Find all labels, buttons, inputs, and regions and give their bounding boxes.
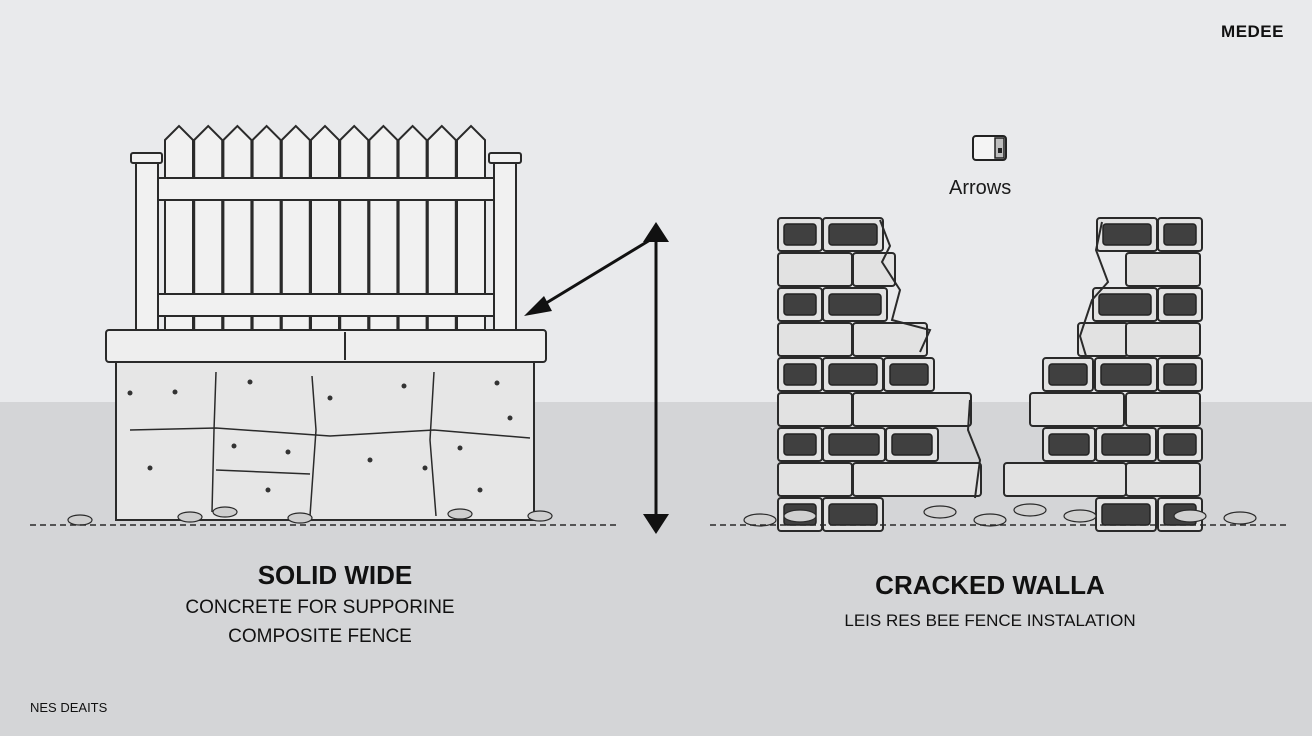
concrete-block	[777, 462, 853, 497]
block-hole	[1163, 223, 1197, 246]
concrete-pore	[172, 389, 178, 395]
block-hole	[828, 503, 878, 526]
rubble-stone	[287, 512, 313, 524]
rubble-stone	[447, 508, 473, 520]
footnote: NES DEAITS	[30, 700, 108, 715]
concrete-pore	[422, 465, 428, 471]
rubble-stone	[1223, 511, 1257, 525]
concrete-crack-line	[211, 371, 217, 513]
block-hole	[889, 363, 929, 386]
left-panel-title: SOLID WIDE	[257, 560, 413, 590]
block-hole	[828, 363, 878, 386]
rubble-stone	[973, 513, 1007, 527]
concrete-block	[852, 322, 928, 357]
block-hole	[1048, 363, 1088, 386]
rubble-stone	[783, 509, 817, 523]
concrete-pore	[401, 383, 407, 389]
block-hole	[828, 223, 878, 246]
concrete-pore	[285, 449, 291, 455]
concrete-block	[852, 392, 972, 427]
rubble-stone	[67, 514, 93, 526]
rubble-stone	[212, 506, 238, 518]
concrete-cap	[105, 329, 547, 363]
rubble-stone	[923, 505, 957, 519]
concrete-wall	[67, 329, 553, 526]
block-hole	[783, 433, 817, 456]
block-hole	[1163, 433, 1197, 456]
block-hole	[783, 223, 817, 246]
block-hole	[783, 293, 817, 316]
block-hole	[1048, 433, 1090, 456]
concrete-block	[852, 462, 982, 497]
concrete-block	[777, 392, 853, 427]
fence-top-rail	[157, 177, 495, 201]
fence-post-right	[493, 159, 517, 333]
block-hole	[828, 433, 880, 456]
concrete-wall-body	[115, 359, 535, 521]
concrete-block	[1125, 392, 1201, 427]
fence-post-cap-right	[488, 152, 522, 164]
right-panel-title: CRACKED WALLA	[875, 570, 1105, 600]
rubble-stone	[743, 513, 777, 527]
left-panel-subtitle-line2: COMPOSITE FENCE	[228, 626, 412, 647]
concrete-pore	[477, 487, 483, 493]
fence-bottom-rail	[157, 293, 495, 317]
concrete-pore	[327, 395, 333, 401]
block-hole	[1102, 223, 1152, 246]
block-hole	[1101, 433, 1151, 456]
double-headed-arrow-icon	[643, 222, 669, 534]
concrete-block	[777, 252, 853, 287]
fence-post-left	[135, 159, 159, 333]
block-hole	[891, 433, 933, 456]
concrete-pore	[247, 379, 253, 385]
concrete-block	[777, 322, 853, 357]
concrete-pore	[507, 415, 513, 421]
concrete-block	[1125, 252, 1201, 287]
rubble-stone	[1063, 509, 1097, 523]
rubble-stone	[527, 510, 553, 522]
concrete-crack-line	[429, 371, 437, 517]
rubble-stone	[177, 511, 203, 523]
block-hole	[1163, 363, 1197, 386]
wall-crack-line	[966, 399, 982, 499]
block-hole	[1163, 293, 1197, 316]
concrete-pore	[265, 487, 271, 493]
block-hole	[828, 293, 882, 316]
block-hole	[1100, 363, 1152, 386]
right-panel-subtitle: LEIS RES BEE FENCE INSTALATION	[844, 611, 1136, 630]
concrete-crack-line	[129, 427, 531, 439]
square-icon	[972, 135, 1007, 161]
concrete-pore	[147, 465, 153, 471]
concrete-block	[1125, 462, 1201, 497]
concrete-pore	[231, 443, 237, 449]
brand-logo-text: MEDEE	[1221, 22, 1284, 41]
rubble-stone	[1013, 503, 1047, 517]
icon-label: Arrows	[949, 177, 1012, 199]
left-panel-subtitle-line1: CONCRETE FOR SUPPORINE	[185, 597, 455, 618]
wall-crack-line	[879, 219, 932, 353]
concrete-pore	[127, 390, 133, 396]
rubble-stone	[1173, 509, 1207, 523]
block-hole	[783, 363, 817, 386]
concrete-pore	[367, 457, 373, 463]
fence-post-cap-left	[130, 152, 163, 164]
block-hole	[1098, 293, 1152, 316]
concrete-pore	[457, 445, 463, 451]
cracked-block-wall	[743, 217, 1257, 532]
concrete-pore	[494, 380, 500, 386]
block-hole	[1101, 503, 1151, 526]
wall-crack-line	[1078, 221, 1110, 357]
concrete-crack-line	[309, 375, 317, 517]
composite-fence	[130, 124, 522, 333]
concrete-block	[852, 252, 896, 287]
concrete-block	[1003, 462, 1127, 497]
concrete-crack-line	[215, 469, 311, 475]
arrow-icon	[524, 238, 651, 316]
concrete-block	[1029, 392, 1125, 427]
concrete-block	[1125, 322, 1201, 357]
